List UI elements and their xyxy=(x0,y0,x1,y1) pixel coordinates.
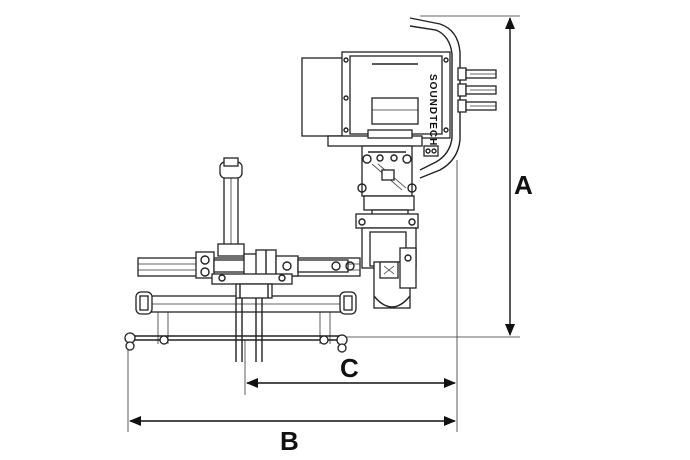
hanging-pins xyxy=(157,298,331,362)
connector-plugs xyxy=(457,67,497,113)
head-unit: SOUNDTECH xyxy=(301,51,451,147)
horizontal-rail xyxy=(137,249,361,285)
vertical-post xyxy=(217,157,245,257)
dimension-c: C xyxy=(246,353,456,388)
small-switches xyxy=(423,145,439,157)
yoke-bracket xyxy=(355,145,419,229)
dimension-c-label: C xyxy=(340,353,359,383)
clamp-body xyxy=(361,227,417,309)
lower-frame xyxy=(135,283,357,315)
dimension-b-label: B xyxy=(280,426,299,456)
dimension-a: A xyxy=(505,17,533,336)
dimension-b: B xyxy=(129,416,456,456)
brand-label: SOUNDTECH xyxy=(427,74,438,146)
bottom-bar xyxy=(124,332,348,353)
reference-lines xyxy=(127,15,520,432)
dimension-a-label: A xyxy=(514,170,533,200)
